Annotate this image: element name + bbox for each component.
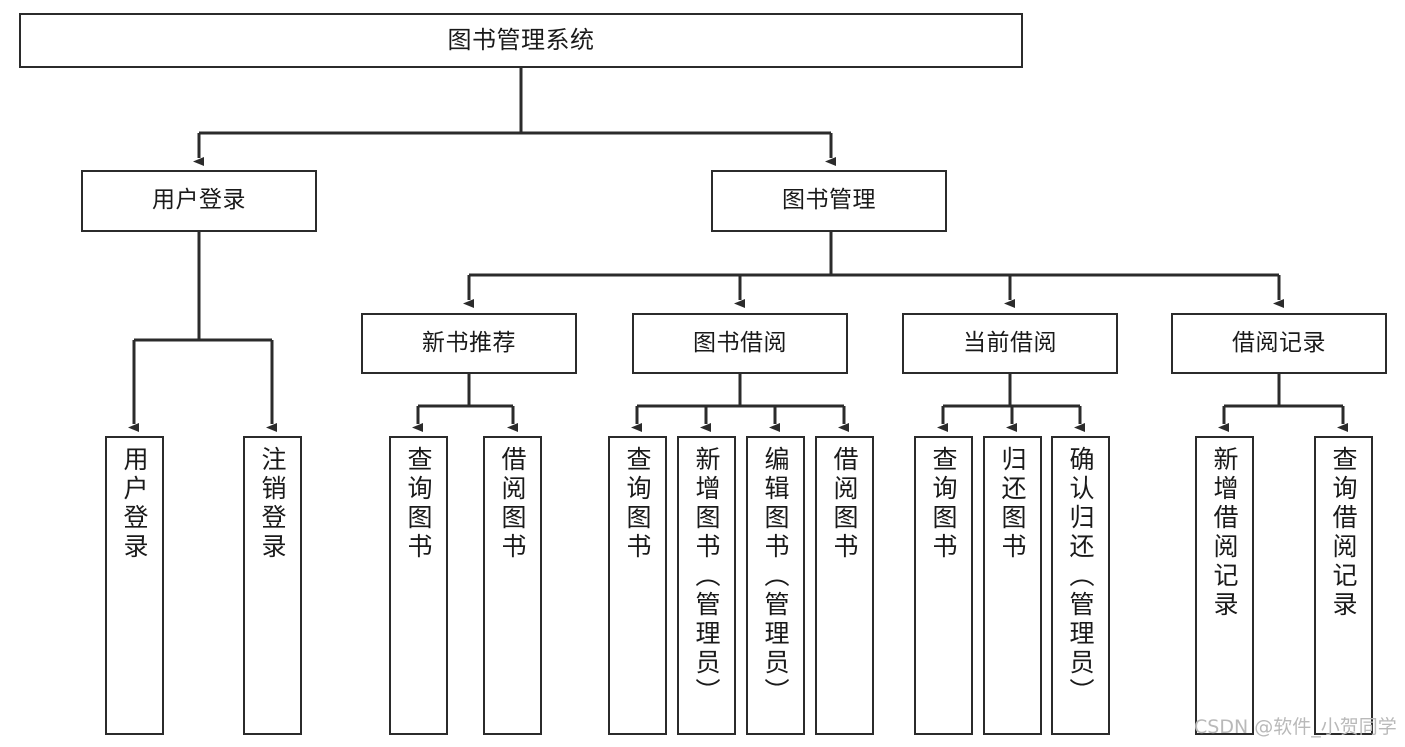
node-label: 用户登录	[152, 187, 246, 214]
node-book-borrow[interactable]: 图书借阅	[632, 313, 848, 374]
node-label: 图书管理	[782, 187, 876, 214]
leaf-current-return-book[interactable]: 归还图书	[983, 436, 1042, 735]
node-root-system[interactable]: 图书管理系统	[19, 13, 1023, 68]
node-label: 图书借阅	[693, 329, 787, 356]
node-label: 当前借阅	[963, 329, 1057, 356]
node-book-management[interactable]: 图书管理	[711, 170, 947, 232]
node-label: 借阅图书	[830, 446, 859, 562]
leaf-current-confirm-return-admin[interactable]: 确认归还（管理员）	[1051, 436, 1110, 735]
node-label: 编辑图书（管理员）	[761, 446, 790, 707]
node-current-borrow[interactable]: 当前借阅	[902, 313, 1118, 374]
node-label: 图书管理系统	[447, 26, 595, 55]
node-label: 查询图书	[929, 446, 958, 562]
leaf-recommend-borrow-book[interactable]: 借阅图书	[483, 436, 542, 735]
leaf-borrow-edit-book-admin[interactable]: 编辑图书（管理员）	[746, 436, 805, 735]
leaf-borrow-add-book-admin[interactable]: 新增图书（管理员）	[677, 436, 736, 735]
node-label: 借阅记录	[1232, 329, 1326, 356]
leaf-user-logout[interactable]: 注销登录	[243, 436, 302, 735]
node-label: 新书推荐	[422, 329, 516, 356]
csdn-watermark: CSDN @软件_小贺同学	[1194, 716, 1397, 738]
node-label: 借阅图书	[498, 446, 527, 562]
node-label: 确认归还（管理员）	[1066, 446, 1095, 707]
node-user-login[interactable]: 用户登录	[81, 170, 317, 232]
leaf-borrow-query-book[interactable]: 查询图书	[608, 436, 667, 735]
node-label: 新增借阅记录	[1210, 446, 1239, 620]
node-label: 用户登录	[120, 446, 149, 562]
node-label: 新增图书（管理员）	[692, 446, 721, 707]
node-new-book-recommend[interactable]: 新书推荐	[361, 313, 577, 374]
node-label: 注销登录	[258, 446, 287, 562]
node-label: 查询借阅记录	[1329, 446, 1358, 620]
leaf-record-add-borrow-record[interactable]: 新增借阅记录	[1195, 436, 1254, 735]
leaf-current-query-book[interactable]: 查询图书	[914, 436, 973, 735]
node-borrow-record[interactable]: 借阅记录	[1171, 313, 1387, 374]
node-label: 查询图书	[404, 446, 433, 562]
leaf-recommend-query-book[interactable]: 查询图书	[389, 436, 448, 735]
leaf-borrow-borrow-book[interactable]: 借阅图书	[815, 436, 874, 735]
leaf-user-login[interactable]: 用户登录	[105, 436, 164, 735]
node-label: 归还图书	[998, 446, 1027, 562]
node-label: 查询图书	[623, 446, 652, 562]
leaf-record-query-borrow-record[interactable]: 查询借阅记录	[1314, 436, 1373, 735]
